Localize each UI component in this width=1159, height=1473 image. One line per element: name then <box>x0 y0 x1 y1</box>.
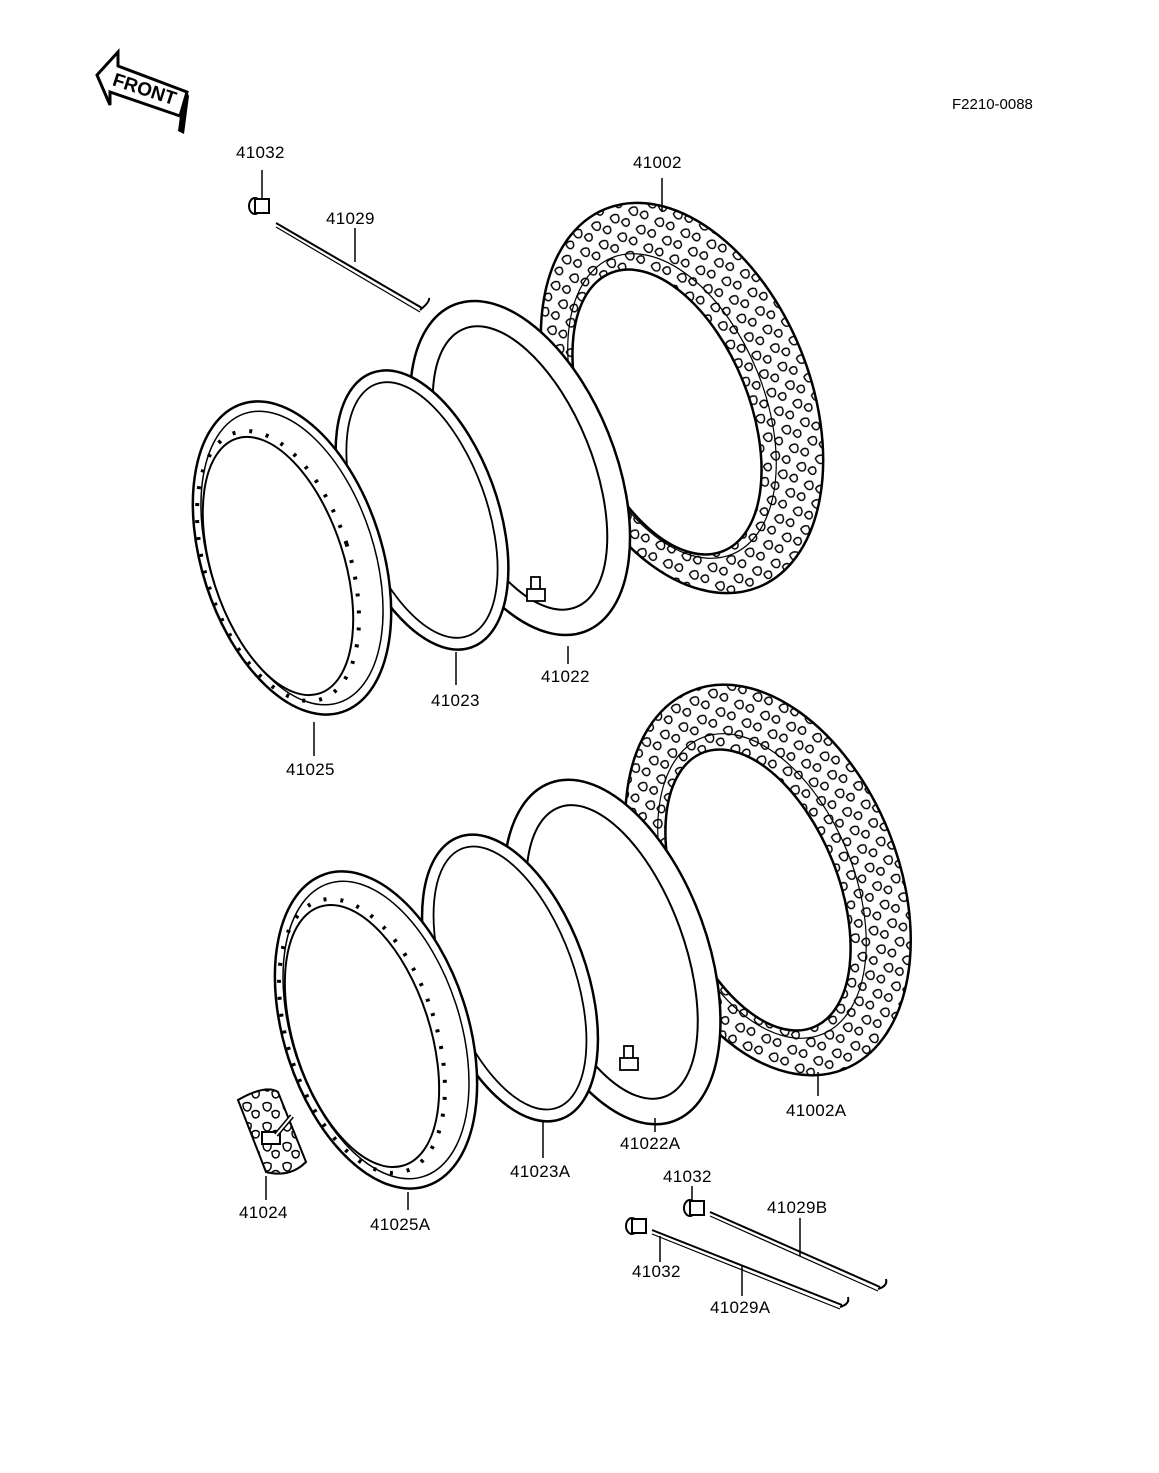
part-label-41032-top: 41032 <box>236 143 285 162</box>
spoke-top <box>275 222 431 313</box>
spoke-nipple-mid <box>683 1186 705 1217</box>
rim-top <box>191 400 393 756</box>
rim-bottom <box>273 870 479 1210</box>
part-label-41029B: 41029B <box>767 1198 828 1217</box>
part-label-41032-mid: 41032 <box>663 1167 712 1186</box>
part-label-41025: 41025 <box>286 760 335 779</box>
part-label-41025A: 41025A <box>370 1215 431 1234</box>
diagram-code: F2210-0088 <box>952 96 1033 113</box>
part-label-41002: 41002 <box>633 153 682 172</box>
spoke-nipple-top <box>248 170 270 215</box>
spoke-nipple-low <box>625 1217 661 1262</box>
part-label-41029A: 41029A <box>710 1298 771 1317</box>
part-label-41022: 41022 <box>541 667 590 686</box>
rim-lock <box>236 1088 308 1200</box>
part-label-41029: 41029 <box>326 209 375 228</box>
part-label-41032-low: 41032 <box>632 1262 681 1281</box>
part-label-41022A: 41022A <box>620 1134 681 1153</box>
part-label-41024: 41024 <box>239 1203 288 1222</box>
spoke-41029B <box>709 1211 888 1292</box>
part-label-41023: 41023 <box>431 691 480 710</box>
spoke-41029A <box>651 1229 850 1310</box>
front-arrow-icon: FRONT <box>95 48 189 134</box>
part-label-41023A: 41023A <box>510 1162 571 1181</box>
part-label-41002A: 41002A <box>786 1101 847 1120</box>
